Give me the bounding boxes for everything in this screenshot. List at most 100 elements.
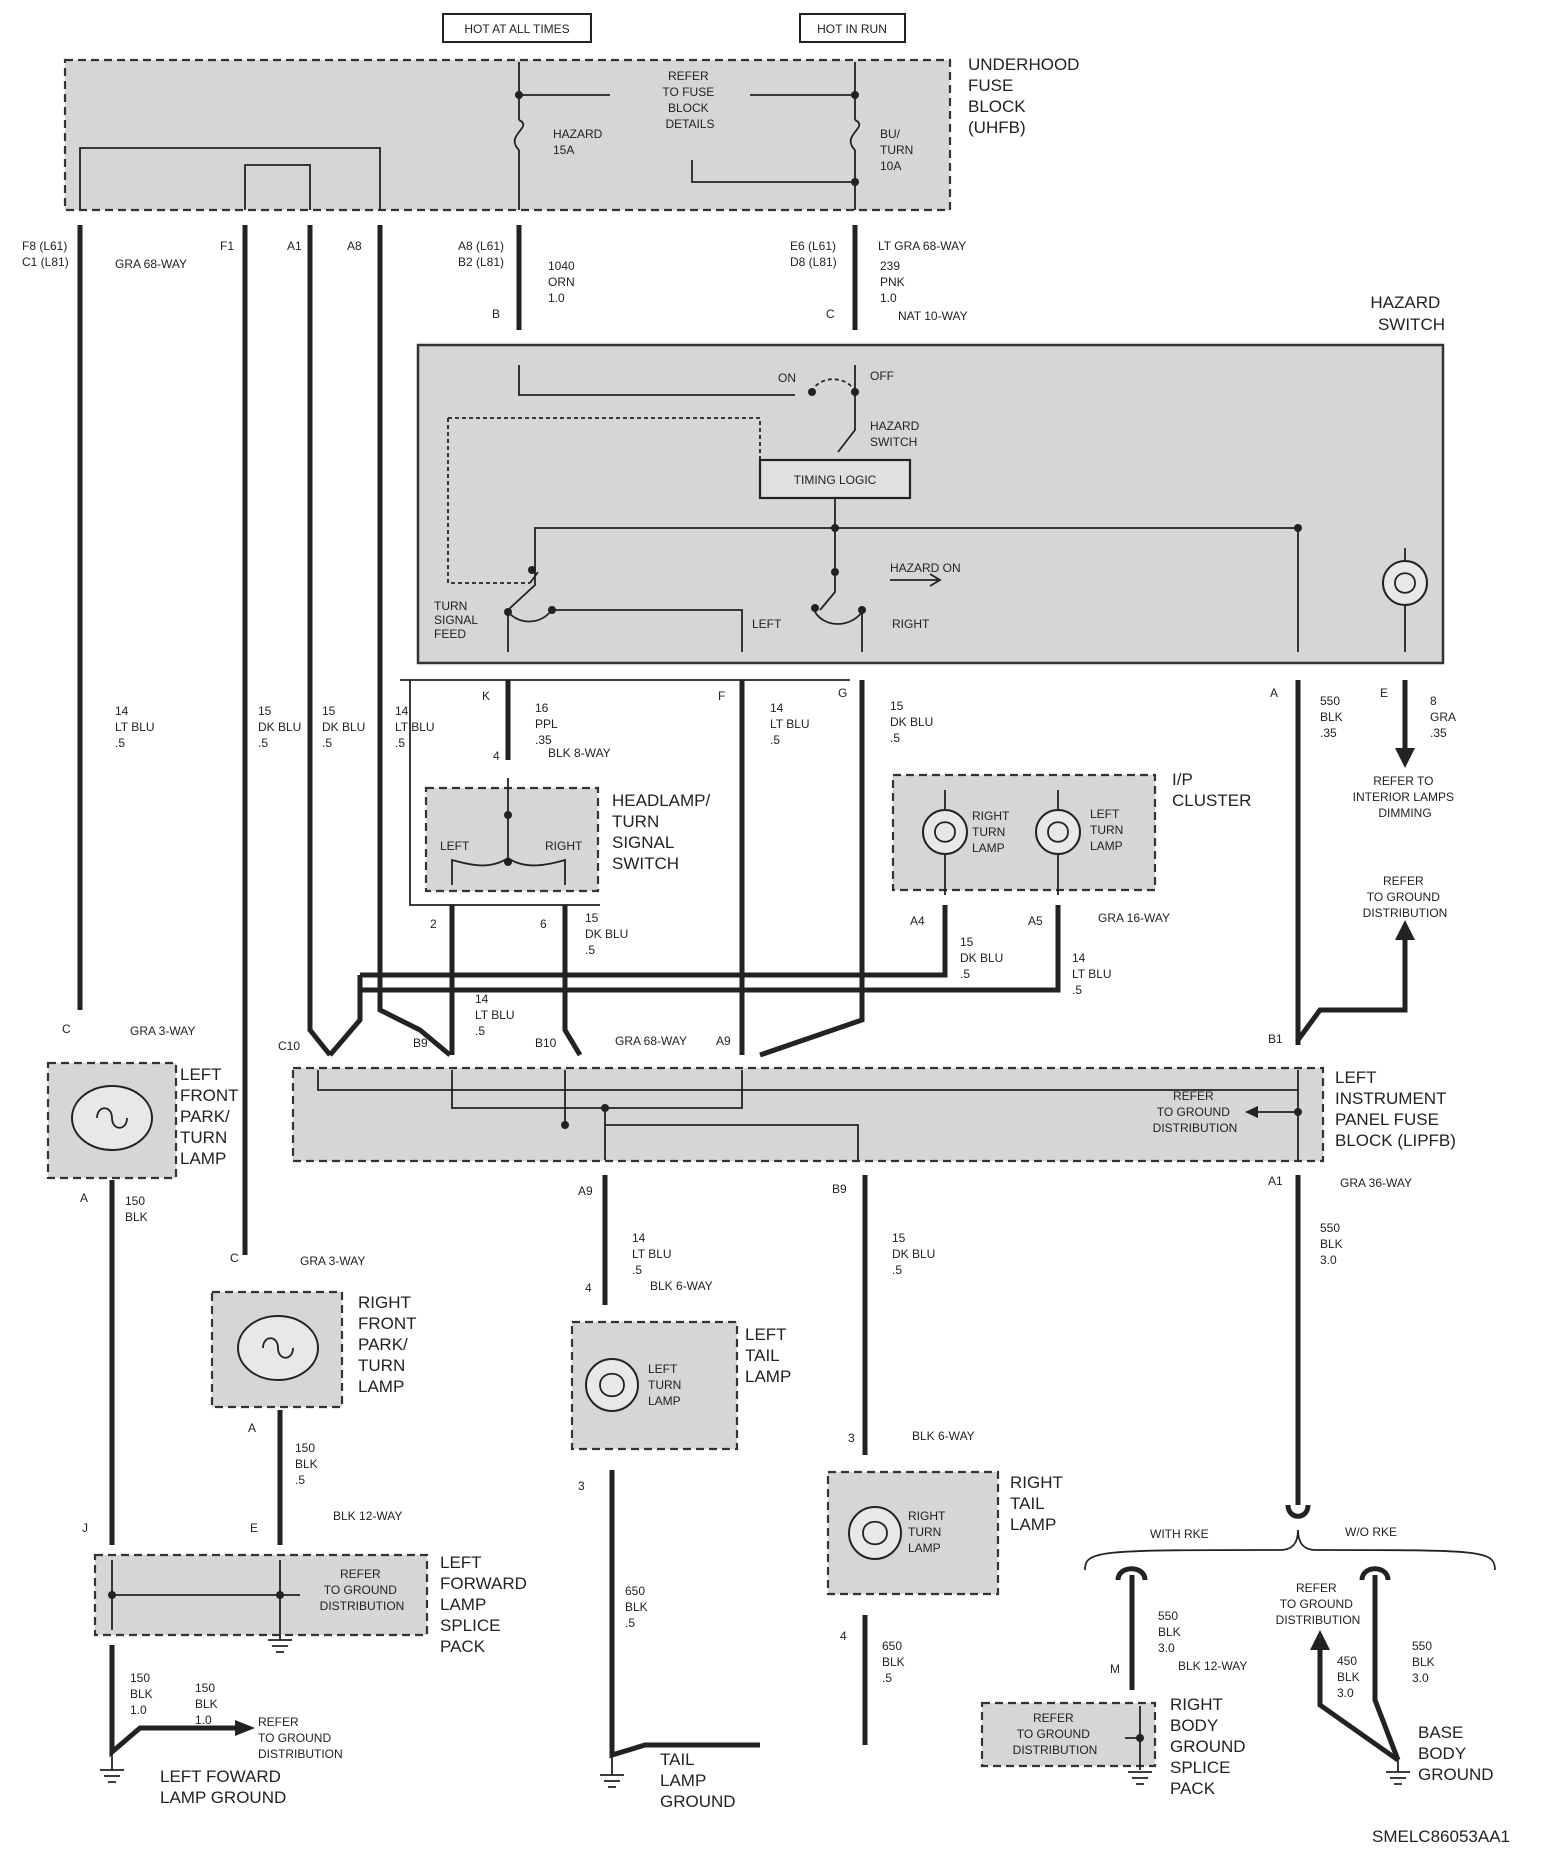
rt-lamp-pin-4: 4 (840, 1629, 847, 1643)
wire-550-blk-wo-rke (1372, 1575, 1401, 1761)
headlamp-switch-contacts (451, 778, 566, 885)
wire-15-dk-blu-a1-label: 15 DK BLU .5 (322, 704, 369, 750)
uhfb-refer-fuse-details: REFER TO FUSE BLOCK DETAILS (662, 69, 717, 131)
wire-14-lt-blu-a8 (377, 225, 452, 1057)
without-rke-label: W/O RKE (1345, 1525, 1397, 1539)
lipfb-node (561, 1121, 569, 1129)
wire-650-blk-lt (609, 1470, 760, 1759)
lf-lamp-pin-c: C (62, 1022, 71, 1036)
ground-icon (600, 1755, 624, 1788)
lf-lamp-name: LEFT FRONT PARK/ TURN LAMP (180, 1065, 243, 1168)
fuse-turn-label: BU/ TURN 10A (880, 127, 917, 173)
uhfb-conn-ltgra68: LT GRA 68-WAY (878, 239, 966, 253)
hazard-pin-e: E (1380, 686, 1388, 700)
ip-pin-a5: A5 (1028, 914, 1043, 928)
hazard-node (831, 568, 839, 576)
with-rke-label: WITH RKE (1150, 1527, 1209, 1541)
hazard-switch-name: HAZARD SWITCH (1370, 293, 1445, 334)
lamp-filament-icon (1047, 821, 1069, 843)
refer-interior-lamps-label: REFER TO INTERIOR LAMPS DIMMING (1353, 774, 1458, 820)
rt-lamp-name: RIGHT TAIL LAMP (1010, 1473, 1067, 1534)
rb-splice-name: RIGHT BODY GROUND SPLICE PACK (1170, 1695, 1250, 1798)
lipfb-node (601, 1104, 609, 1112)
wire-150-blk-rf-label: 150 BLK .5 (295, 1441, 321, 1487)
lf-splice-name: LEFT FORWARD LAMP SPLICE PACK (440, 1553, 532, 1656)
hazard-contact (851, 388, 859, 396)
arrow-left-icon (1245, 1106, 1258, 1118)
lt-lamp-conn: BLK 6-WAY (650, 1279, 713, 1293)
wire-cluster-return (328, 975, 363, 1057)
lipfb-conn-top: GRA 68-WAY (615, 1034, 687, 1048)
hazard-contact (548, 606, 556, 614)
wire-15-dk-blu-a1 (307, 225, 332, 1057)
lipfb-node (1294, 1108, 1302, 1116)
arrow-down-icon (1395, 748, 1415, 768)
ground-icon (1386, 1760, 1410, 1785)
wire-14-lt-blu-lf-label: 14 LT BLU .5 (115, 704, 158, 750)
hazard-on-state-label: HAZARD ON (890, 561, 961, 575)
lt-lamp-name: LEFT TAIL LAMP (745, 1325, 791, 1386)
timing-logic-label: TIMING LOGIC (794, 473, 877, 487)
lamp-filament-icon (96, 1107, 128, 1129)
lamp-filament-icon (262, 1337, 294, 1359)
hot-at-all-times-label: HOT AT ALL TIMES (464, 22, 569, 36)
wire-14-lt-blu-a5 (360, 905, 1061, 993)
lipfb-pin-a9: A9 (716, 1034, 731, 1048)
lipfb-conn-bottom: GRA 36-WAY (1340, 1176, 1412, 1190)
wire-14-lt-blu-pin2-label: 14 LT BLU .5 (475, 992, 518, 1038)
lipfb-refer-ground: REFER TO GROUND DISTRIBUTION (1153, 1089, 1238, 1135)
splice-node (108, 1591, 116, 1599)
rf-lamp-conn: GRA 3-WAY (300, 1254, 365, 1268)
hot-at-all-times-box (442, 13, 592, 43)
headlamp-switch-box (424, 786, 600, 893)
wire-15-dk-blu-pin6 (562, 905, 583, 1057)
rf-lamp-name: RIGHT FRONT PARK/ TURN LAMP (358, 1293, 421, 1396)
uhfb-internal-splices (79, 147, 381, 210)
wire-550-blk-with-rke-label: 550 BLK 3.0 (1158, 1609, 1184, 1655)
wire-550-blk-a1-label: 550 BLK 3.0 (1320, 1221, 1346, 1267)
wire-14-lt-blu-f-label: 14 LT BLU .5 (770, 701, 813, 747)
uhfb-pin-f1: F1 (220, 239, 234, 253)
headlamp-pin-2: 2 (430, 917, 437, 931)
fuse-turn-symbol (849, 119, 861, 151)
rt-lamp-pin-3: 3 (848, 1431, 855, 1445)
wire-break-icon (1285, 1504, 1311, 1519)
hazard-pin-k: K (482, 689, 490, 703)
headlamp-switch-name: HEADLAMP/ TURN SIGNAL SWITCH (612, 791, 715, 873)
wire-15-dk-blu-g-label: 15 DK BLU .5 (890, 699, 937, 745)
rt-lamp-bulb-icon (848, 1506, 902, 1560)
wire-150-blk-lf-ground (109, 1645, 240, 1758)
wire-b1-ground-ref (1295, 935, 1408, 1042)
wire-150-blk-ground1-label: 150 BLK 1.0 (130, 1671, 156, 1717)
ip-pin-a4: A4 (910, 914, 925, 928)
wire-16-ppl-label: 16 PPL .35 (535, 701, 561, 747)
uhfb-node (851, 178, 859, 186)
hot-in-run-label: HOT IN RUN (817, 22, 887, 36)
lamp-filament-icon (934, 821, 956, 843)
rf-lamp-pin-a: A (248, 1421, 256, 1435)
wire-450-blk (1317, 1645, 1400, 1763)
wire-15-dk-blu-pin6-label: 15 DK BLU .5 (585, 911, 632, 957)
hazard-node (1294, 524, 1302, 532)
base-ground-label: BASE BODY GROUND (1418, 1723, 1494, 1784)
hazard-on-arrow (890, 573, 942, 587)
hazard-contact (858, 606, 866, 614)
wire-150-blk-lf-label: 150 BLK (125, 1194, 148, 1224)
wire-450-blk-label: 450 BLK 3.0 (1337, 1654, 1363, 1700)
uhfb-node (851, 91, 859, 99)
lipfb-box (291, 1066, 1325, 1163)
lf-splice-pin-e: E (250, 1521, 258, 1535)
hazard-on-label: ON (778, 371, 796, 385)
rf-lamp-pin-c: C (230, 1251, 239, 1265)
hazard-pin-g: G (838, 686, 847, 700)
headlamp-pin-4: 4 (493, 749, 500, 763)
lf-splice-pin-j: J (82, 1521, 88, 1535)
uhfb-pins-b: A8 (L61) B2 (L81) (458, 239, 507, 269)
ip-right-turn-lamp-icon (922, 809, 968, 855)
lipfb-pin-b9: B9 (413, 1036, 428, 1050)
wire-8-gra-label: 8 GRA .35 (1430, 694, 1459, 740)
hazard-off-label: OFF (870, 369, 894, 383)
headlamp-contact (504, 858, 512, 866)
headlamp-conn: BLK 8-WAY (548, 746, 611, 760)
